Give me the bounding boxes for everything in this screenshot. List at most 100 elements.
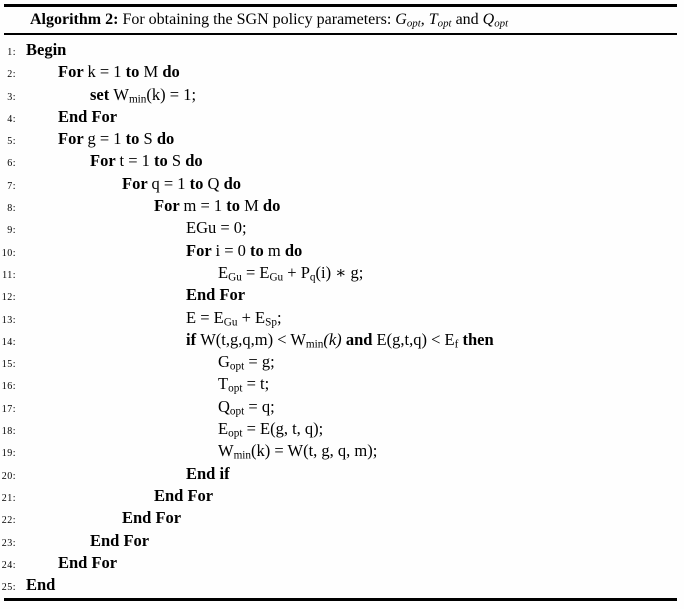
text-segment: (k) = W(t, g, q, m); <box>251 441 378 461</box>
subscript-text: opt <box>228 382 243 395</box>
text-segment: T <box>218 374 229 394</box>
code-text: For t = 1 to S do <box>16 150 203 172</box>
line-number: 9: <box>7 225 16 237</box>
text-segment: E = E <box>186 307 224 327</box>
top-rule <box>4 4 677 7</box>
text-segment: set <box>90 84 114 104</box>
text-segment: do <box>284 240 303 260</box>
text-segment: , <box>420 11 429 28</box>
subscript-text: min <box>233 449 252 462</box>
text-segment: to <box>226 196 240 216</box>
text-segment: For <box>58 129 88 149</box>
text-segment: End For <box>58 106 118 126</box>
text-segment: S <box>167 151 186 171</box>
title-rule <box>4 33 677 35</box>
code-text: End For <box>16 530 149 552</box>
text-segment: For <box>154 196 184 216</box>
subscript-text: opt <box>494 17 509 30</box>
code-text: For g = 1 to S do <box>16 128 174 150</box>
text-segment: End For <box>90 530 150 550</box>
text-segment: = E <box>241 262 270 282</box>
text-segment: W <box>218 441 234 461</box>
code-text: Gopt = g; <box>16 351 275 378</box>
code-line: 16: Topt = t; <box>0 373 684 395</box>
text-segment: do <box>156 129 175 149</box>
line-number: 6: <box>7 158 16 170</box>
line-number: 10: <box>1 247 16 259</box>
code-line: 22:End For <box>0 507 684 529</box>
line-number: 12: <box>1 292 16 304</box>
line-number: 8: <box>7 203 16 215</box>
code-text: For i = 0 to m do <box>16 240 302 262</box>
line-number: 11: <box>2 269 16 281</box>
code-line: 24:End For <box>0 552 684 574</box>
text-segment: (k) <box>323 329 342 349</box>
text-segment: then <box>462 329 494 349</box>
code-line: 6:For t = 1 to S do <box>0 150 684 172</box>
line-number: 7: <box>7 180 16 192</box>
line-number: 1: <box>7 47 16 58</box>
code-text: End if <box>16 463 230 485</box>
code-text: End For <box>16 284 245 306</box>
code-line: 5:For g = 1 to S do <box>0 128 684 150</box>
text-segment: For <box>122 173 152 193</box>
code-text: End For <box>16 552 117 574</box>
subscript-text: min <box>128 93 147 106</box>
text-segment: Algorithm 2: <box>30 11 119 28</box>
subscript-text: opt <box>229 405 245 418</box>
code-line: 3:set Wmin(k) = 1; <box>0 84 684 106</box>
text-segment: S <box>139 129 157 149</box>
text-segment: G <box>395 11 407 28</box>
text-segment: do <box>262 196 281 216</box>
subscript-text: q <box>309 271 316 284</box>
subscript-text: opt <box>437 17 452 30</box>
text-segment: Q <box>482 11 495 28</box>
text-segment: = E(g, t, q); <box>242 419 324 439</box>
code-text: For k = 1 to M do <box>16 61 180 83</box>
line-number: 20: <box>1 470 16 482</box>
text-segment: do <box>185 151 203 171</box>
code-text: Eopt = E(g, t, q); <box>16 418 323 445</box>
text-segment: EGu = 0; <box>186 218 247 238</box>
code-text: For q = 1 to Q do <box>16 173 241 195</box>
code-line: 18:Eopt = E(g, t, q); <box>0 418 684 440</box>
text-segment: For obtaining the SGN policy parameters: <box>118 11 396 28</box>
text-segment: m <box>263 240 285 260</box>
code-text: End For <box>16 485 213 507</box>
text-segment: For <box>90 151 120 171</box>
line-number: 3: <box>7 91 16 103</box>
subscript-text: opt <box>229 360 245 373</box>
code-line: 21:End For <box>0 485 684 507</box>
code-line: 10:For i = 0 to m do <box>0 240 684 262</box>
code-text: Wmin(k) = W(t, g, q, m); <box>16 440 377 467</box>
code-text: EGu = 0; <box>16 217 247 239</box>
code-line: 20:End if <box>0 463 684 485</box>
code-text: Begin <box>16 39 66 61</box>
code-text: Qopt = q; <box>16 396 275 423</box>
text-segment: and <box>345 329 373 349</box>
text-segment: to <box>125 129 140 149</box>
code-line: 19:Wmin(k) = W(t, g, q, m); <box>0 440 684 462</box>
subscript-text: Gu <box>223 316 238 329</box>
code-line: 25:End <box>0 574 684 596</box>
text-segment: to <box>154 151 168 171</box>
code-text: set Wmin(k) = 1; <box>16 84 196 111</box>
text-segment: t = 1 <box>119 151 154 171</box>
subscript-text: f <box>454 338 459 351</box>
text-segment: do <box>223 173 242 193</box>
text-segment: k = 1 <box>87 62 126 82</box>
subscript-text: opt <box>228 427 243 440</box>
line-number: 24: <box>1 559 16 571</box>
text-segment: to <box>250 240 264 260</box>
line-number: 14: <box>1 336 16 348</box>
code-line: 9: EGu = 0; <box>0 217 684 239</box>
text-segment: E <box>218 419 229 439</box>
text-segment: = t; <box>242 374 270 394</box>
code-line: 11:EGu = EGu + Pq(i) ∗ g; <box>0 262 684 284</box>
line-number: 4: <box>7 113 16 125</box>
line-number: 16: <box>1 381 16 393</box>
subscript-text: opt <box>406 17 421 30</box>
code-line: 8:For m = 1 to M do <box>0 195 684 217</box>
